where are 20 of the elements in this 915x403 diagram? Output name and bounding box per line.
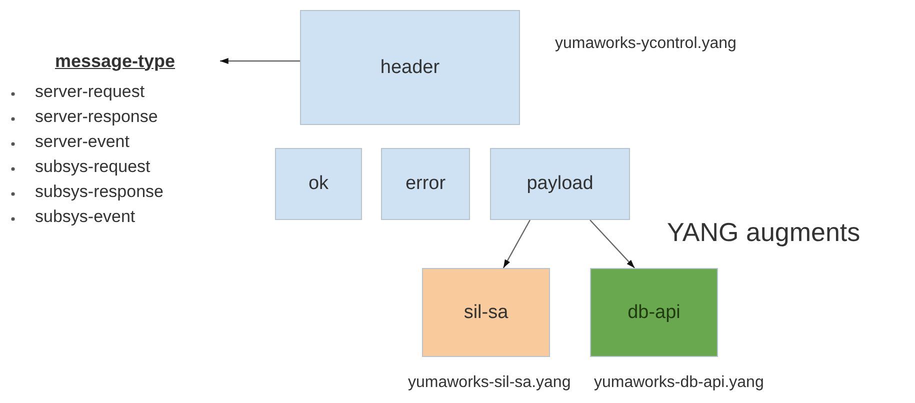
list-item: server-response (35, 107, 158, 127)
list-item: server-event (35, 132, 130, 152)
file-name-label: yumaworks-db-api.yang (594, 374, 764, 392)
file-name-label: yumaworks-sil-sa.yang (408, 374, 571, 392)
file-name-label: yumaworks-ycontrol.yang (555, 35, 736, 53)
list-item: subsys-event (35, 207, 136, 227)
process-box: db-api (590, 268, 718, 357)
heading-text: message-type (30, 48, 200, 74)
arrow (220, 58, 300, 64)
process-box: ok (275, 148, 362, 220)
arrow (502, 220, 531, 268)
list-item: server-request (35, 82, 145, 102)
list-item: subsys-request (35, 157, 150, 177)
process-box: error (381, 148, 470, 220)
process-box: payload (490, 148, 630, 220)
list-item: subsys-response (35, 182, 164, 202)
section-label: YANG augments (667, 217, 860, 248)
process-box: sil-sa (422, 268, 550, 357)
arrow (590, 220, 636, 268)
process-box: header (300, 10, 520, 125)
